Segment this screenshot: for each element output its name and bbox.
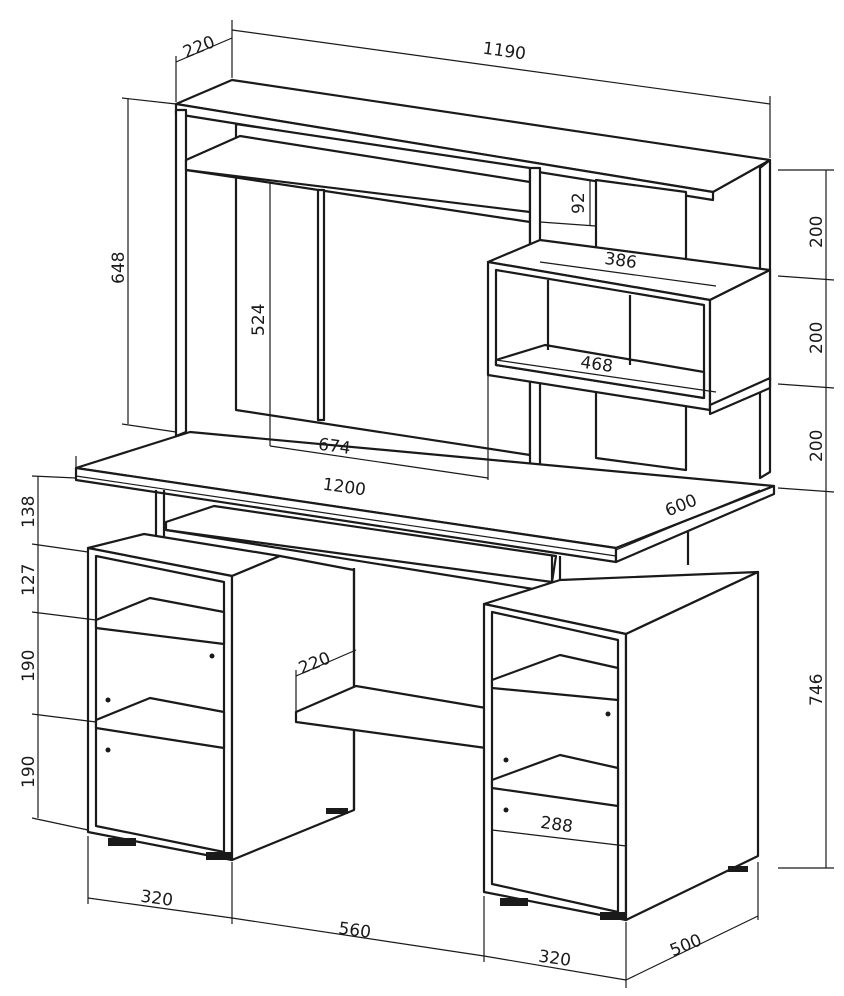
- dim-desk-height: 746: [807, 674, 827, 706]
- dim-gap-width: 560: [337, 919, 372, 943]
- dim-cab-depth: 500: [667, 930, 705, 961]
- left-shelf-2: [94, 696, 226, 750]
- hutch-shelf-middle: [494, 343, 706, 400]
- shelf-pin-hole: [605, 711, 611, 717]
- left-foot: [108, 838, 136, 846]
- left-foot: [206, 852, 232, 860]
- dim-shelf-gap: 92: [569, 192, 589, 214]
- dim-left-h2: 127: [19, 564, 39, 596]
- shelf-pin-hole: [503, 807, 509, 813]
- shelf-pin-hole: [209, 653, 215, 659]
- dim-hutch-inner-height: 524: [249, 304, 269, 336]
- dim-shelf1-width: 386: [603, 249, 638, 273]
- dim-right-cab-width: 320: [537, 947, 572, 971]
- hutch-shelf-lower: [708, 376, 772, 416]
- dim-hutch-inner-width: 674: [317, 435, 352, 459]
- dim-left-h4: 190: [19, 756, 39, 788]
- dim-left-h3: 190: [19, 650, 39, 682]
- dim-left-h1: 138: [19, 496, 39, 528]
- left-shelf-1: [94, 596, 226, 646]
- dim-left-cab-width: 320: [139, 887, 174, 911]
- right-shelf-1: [490, 653, 620, 702]
- dim-top-width: 1190: [481, 39, 527, 65]
- dim-top-depth: 220: [180, 32, 218, 63]
- right-shelf-2: [490, 753, 620, 808]
- right-foot: [728, 866, 748, 872]
- left-foot: [326, 808, 348, 814]
- dim-shelf-h1: 200: [807, 216, 827, 248]
- keyboard-tray: [164, 504, 558, 584]
- shelf-pin-hole: [105, 747, 111, 753]
- dim-hutch-height: 648: [109, 252, 129, 284]
- right-cabinet-side: [624, 570, 760, 922]
- dim-right-inner-width: 288: [539, 813, 574, 837]
- shelf-pin-hole: [105, 697, 111, 703]
- dim-shelf-h3: 200: [807, 430, 827, 462]
- dim-shelf-h2: 200: [807, 322, 827, 354]
- hutch-middle-divider: [316, 188, 326, 422]
- shelf-pin-hole: [503, 757, 509, 763]
- dim-shelf2-width: 468: [579, 353, 614, 377]
- right-foot: [600, 912, 626, 920]
- right-foot: [500, 898, 528, 906]
- hutch-left-side: [174, 108, 188, 438]
